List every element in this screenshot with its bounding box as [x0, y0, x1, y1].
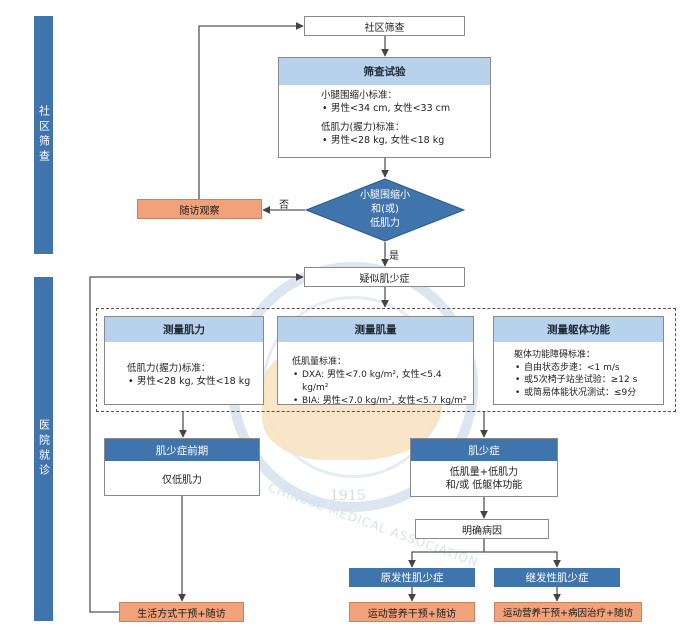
watermark-year: 1915: [330, 488, 366, 504]
physical-function-header: 测量躯体功能: [494, 317, 663, 342]
screening-test-box: 筛查试验 小腿围缩小标准： 男性<34 cm, 女性<33 cm 低肌力(握力)…: [278, 57, 491, 158]
muscle-mass-title: 测量肌量: [354, 324, 397, 336]
decision-yes-label: 是: [389, 251, 399, 262]
pre-sarcopenia-title: 肌少症前期: [155, 444, 209, 457]
calf-criteria-title: 小腿围缩小标准：: [321, 90, 398, 101]
muscle-mass-header: 测量肌量: [278, 317, 473, 342]
sarcopenia-box: 肌少症 低肌量+低肌力 和/或 低躯体功能: [410, 438, 558, 497]
decision-line-1: 小腿围缩小: [360, 190, 410, 201]
pre-sarcopenia-text: 仅低肌力: [162, 474, 202, 486]
measurement-group: [96, 308, 676, 412]
primary-outcome-label: 运动营养干预+随访: [367, 608, 457, 620]
lifestyle-outcome-label: 生活方式干预+随访: [137, 608, 226, 620]
cause-box: 明确病因: [415, 519, 549, 539]
screening-test-title: 筛查试验: [363, 66, 406, 78]
sarcopenia-header: 肌少症: [411, 439, 557, 461]
primary-outcome-box: 运动营养干预+随访: [349, 602, 475, 622]
screening-test-body: 小腿围缩小标准： 男性<34 cm, 女性<33 cm 低肌力(握力)标准： 男…: [279, 85, 490, 147]
secondary-outcome-label: 运动营养干预+病因治疗+随访: [503, 608, 633, 619]
community-screening-box: 社区筛查: [304, 16, 465, 36]
physical-function-line-2: 自由状态步速：<1 m/s: [515, 362, 659, 375]
follow-up-box: 随访观察: [137, 199, 262, 219]
decision-no-label: 否: [279, 200, 289, 211]
physical-function-line-1: 躯体功能障碍标准：: [514, 350, 596, 360]
secondary-outcome-box: 运动营养干预+病因治疗+随访: [494, 602, 642, 622]
sarcopenia-text-2: 和/或 低躯体功能: [445, 480, 523, 491]
muscle-mass-line-2: DXA: 男性<7.0 kg/m², 女性<5.4 kg/m²: [293, 369, 469, 395]
calf-criteria-values: 男性<34 cm, 女性<33 cm: [322, 102, 476, 115]
muscle-mass-box: 测量肌量 低肌量标准： DXA: 男性<7.0 kg/m², 女性<5.4 kg…: [277, 316, 474, 408]
muscle-strength-line-1: 低肌力(握力)标准：: [127, 363, 211, 374]
pre-sarcopenia-header: 肌少症前期: [105, 439, 259, 461]
sidebar-hospital: 医院就诊: [34, 277, 53, 621]
community-screening-label: 社区筛查: [364, 22, 405, 34]
secondary-box: 继发性肌少症: [494, 568, 620, 587]
suspected-label: 疑似肌少症: [359, 273, 410, 285]
follow-up-label: 随访观察: [179, 205, 220, 217]
sidebar-hospital-label: 医院就诊: [37, 419, 51, 479]
muscle-strength-title: 测量肌力: [163, 324, 205, 336]
sidebar-community: 社区筛查: [34, 16, 53, 254]
cause-label: 明确病因: [462, 525, 502, 537]
secondary-label: 继发性肌少症: [525, 572, 589, 584]
physical-function-body: 躯体功能障碍标准： 自由状态步速：<1 m/s 或5次椅子站坐试验：≥12 s …: [494, 342, 663, 399]
grip-criteria-title: 低肌力(握力)标准：: [321, 122, 405, 133]
muscle-mass-body: 低肌量标准： DXA: 男性<7.0 kg/m², 女性<5.4 kg/m² B…: [278, 342, 473, 408]
decision-line-2: 和(或): [371, 204, 399, 215]
decision-text: 小腿围缩小 和(或) 低肌力: [330, 186, 440, 234]
physical-function-line-4: 或简易体能状况测试：≤9分: [515, 387, 659, 400]
muscle-strength-box: 测量肌力 低肌力(握力)标准： 男性<28 kg, 女性<18 kg: [104, 316, 264, 405]
muscle-mass-line-1: 低肌量标准：: [292, 357, 347, 367]
sarcopenia-text-1: 低肌量+低肌力: [449, 467, 519, 478]
sidebar-community-label: 社区筛查: [37, 105, 51, 165]
sarcopenia-title: 肌少症: [468, 444, 500, 457]
pre-sarcopenia-box: 肌少症前期 仅低肌力: [104, 438, 260, 496]
grip-criteria-values: 男性<28 kg, 女性<18 kg: [322, 134, 476, 147]
physical-function-box: 测量躯体功能 躯体功能障碍标准： 自由状态步速：<1 m/s 或5次椅子站坐试验…: [493, 316, 664, 405]
decision-line-3: 低肌力: [370, 218, 400, 229]
muscle-mass-line-3: BIA: 男性<7.0 kg/m², 女性<5.7 kg/m²: [293, 395, 469, 408]
primary-label: 原发性肌少症: [380, 572, 444, 584]
muscle-strength-header: 测量肌力: [105, 317, 263, 342]
muscle-strength-body: 低肌力(握力)标准： 男性<28 kg, 女性<18 kg: [105, 342, 263, 388]
physical-function-title: 测量躯体功能: [547, 324, 610, 336]
pre-sarcopenia-body: 仅低肌力: [105, 461, 259, 495]
screening-test-header: 筛查试验: [279, 58, 490, 85]
primary-box: 原发性肌少症: [349, 568, 475, 587]
lifestyle-outcome-box: 生活方式干预+随访: [119, 602, 244, 622]
suspected-box: 疑似肌少症: [304, 267, 465, 287]
physical-function-line-3: 或5次椅子站坐试验：≥12 s: [515, 374, 659, 387]
muscle-strength-line-2: 男性<28 kg, 女性<18 kg: [128, 375, 257, 388]
sarcopenia-body: 低肌量+低肌力 和/或 低躯体功能: [411, 461, 557, 497]
decision-diamond: [305, 178, 465, 242]
